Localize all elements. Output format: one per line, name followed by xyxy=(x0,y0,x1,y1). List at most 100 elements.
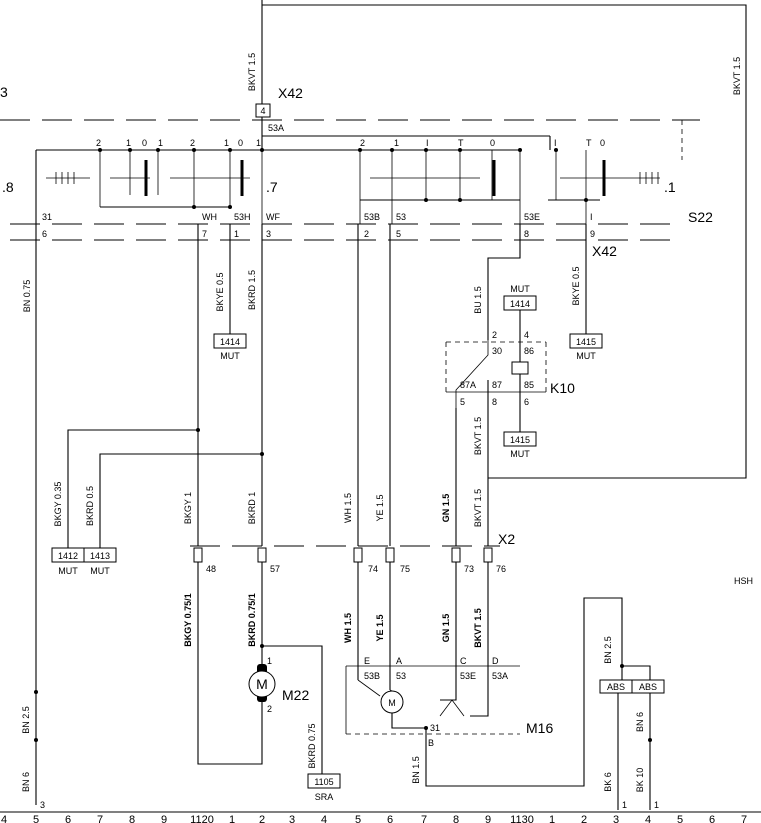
switch-contacts xyxy=(46,150,660,224)
wire-label: BKRD 1.5 xyxy=(247,270,257,310)
k10-mut-1415-tag: MUT xyxy=(510,449,530,459)
wire-label: BKRD 0.75 xyxy=(307,723,317,768)
switch-top-label: I xyxy=(554,138,557,148)
switch-top-label: T xyxy=(586,138,592,148)
hsh-label: HSH xyxy=(734,576,753,586)
sra-box-1105-num: 1105 xyxy=(314,777,333,787)
abs-label: ABS xyxy=(607,682,625,692)
junction-dot xyxy=(34,738,38,742)
mut-box-1413-tag: MUT xyxy=(90,566,110,576)
x42-pin: 4 xyxy=(260,106,265,116)
m16-brush-b xyxy=(389,689,393,692)
wire-label: BKRD 0.5 xyxy=(85,486,95,526)
wire-label: BKVT 1.5 xyxy=(473,417,483,455)
wire-label: BN 6 xyxy=(21,772,31,792)
grid-label: 5 xyxy=(355,814,361,823)
grid-label: 3 xyxy=(289,814,295,823)
wire-label: BKVT 1.5 xyxy=(473,608,483,648)
wire-label: BU 1.5 xyxy=(473,286,483,314)
m22-pin: 2 xyxy=(267,704,272,714)
wire-label: BKVT 1.5 xyxy=(732,57,742,95)
x42-top-label: X42 xyxy=(278,85,303,101)
s22-label: S22 xyxy=(688,209,713,225)
k10-pin: 30 xyxy=(492,346,502,356)
m16-park-contact xyxy=(439,699,465,717)
mut-box-1414 xyxy=(213,333,247,349)
switch-terminal: 31 xyxy=(42,212,52,222)
wire-label: BKRD 1 xyxy=(247,492,257,525)
ground-pin: 1 xyxy=(654,800,659,810)
grid-label: 1130 xyxy=(510,814,534,823)
switch-terminal: 53B xyxy=(364,212,380,222)
ground-pin: 1 xyxy=(622,800,627,810)
switch-terminal: 53 xyxy=(396,212,406,222)
m16-pin: C xyxy=(460,656,467,666)
wire-label: BK 10 xyxy=(635,768,645,793)
grid-label: 5 xyxy=(33,814,39,823)
switch-top-label: 0 xyxy=(142,138,147,148)
switch-top-label: 2 xyxy=(360,138,365,148)
x42-pin-row: 8 xyxy=(524,229,529,239)
grid-label: 8 xyxy=(129,814,135,823)
wire-bn15 xyxy=(391,597,623,787)
switch-top-label: T xyxy=(458,138,464,148)
k10-mut-1414-num: 1414 xyxy=(510,299,530,309)
wire-label: BN 1.5 xyxy=(411,756,421,784)
wire-label: BN 0.75 xyxy=(22,280,32,313)
grid-label: 6 xyxy=(387,814,393,823)
k10-pin: 87A xyxy=(460,380,476,390)
switch-top-label: 0 xyxy=(600,138,605,148)
mut-box-1415 xyxy=(569,333,603,349)
k10-pin: 8 xyxy=(492,397,497,407)
x2-label: X2 xyxy=(498,531,515,547)
m22-label: M22 xyxy=(282,687,309,703)
grid-label: 5 xyxy=(677,814,683,823)
mut-box-1414-num: 1414 xyxy=(220,337,240,347)
x2-pin: 75 xyxy=(400,564,410,574)
junction-dot xyxy=(196,428,200,432)
wire-label: BN 2.5 xyxy=(21,706,31,734)
k10-pin: 85 xyxy=(524,380,534,390)
k10-mut-1415 xyxy=(503,431,537,447)
switch-terminal: I xyxy=(590,212,593,222)
wire-label: GN 1.5 xyxy=(441,614,451,643)
x2-pin: 48 xyxy=(206,564,216,574)
k10-label: K10 xyxy=(550,380,575,396)
grid-label: 7 xyxy=(741,814,747,823)
wire-label: YE 1.5 xyxy=(375,494,385,521)
junction-dot xyxy=(260,644,264,648)
m16-pin: 53 xyxy=(396,671,406,681)
grid-label: 7 xyxy=(97,814,103,823)
k10-coil xyxy=(511,361,529,375)
m16-pin: 31 xyxy=(430,723,440,733)
junction-dot xyxy=(34,690,38,694)
wire-label: BKVT 1.5 xyxy=(247,53,257,91)
k10-contact xyxy=(455,340,489,408)
m16-label: M16 xyxy=(526,720,553,736)
m16-pin: 53B xyxy=(364,671,380,681)
k10-pin: 6 xyxy=(524,397,529,407)
switch-top-label: 2 xyxy=(96,138,101,148)
switch-top-label: 0 xyxy=(238,138,243,148)
grid-label: 1 xyxy=(229,814,235,823)
x2-pin: 74 xyxy=(368,564,378,574)
grid-label: 1120 xyxy=(190,814,214,823)
wire-label: BN 6 xyxy=(635,712,645,732)
wire-label: BKRD 0.75/1 xyxy=(247,593,257,647)
grid-label: 8 xyxy=(453,814,459,823)
x42-pin-row: 9 xyxy=(590,229,595,239)
wire-label: YE 1.5 xyxy=(375,614,385,641)
switch-terminal: WH xyxy=(202,212,217,222)
mut-box-1413 xyxy=(83,547,117,563)
wire-label: BKYE 0.5 xyxy=(571,266,581,305)
abs-box xyxy=(631,679,665,694)
switch-top-label: 0 xyxy=(490,138,495,148)
m16-pin: E xyxy=(364,656,370,666)
k10-mut-1414-tag: MUT xyxy=(510,284,530,294)
wire-label: BKVT 1.5 xyxy=(473,489,483,527)
x42-bottom-label: X42 xyxy=(592,243,617,259)
switch-terminal: 53H xyxy=(234,212,251,222)
k10-pin: 4 xyxy=(524,330,529,340)
